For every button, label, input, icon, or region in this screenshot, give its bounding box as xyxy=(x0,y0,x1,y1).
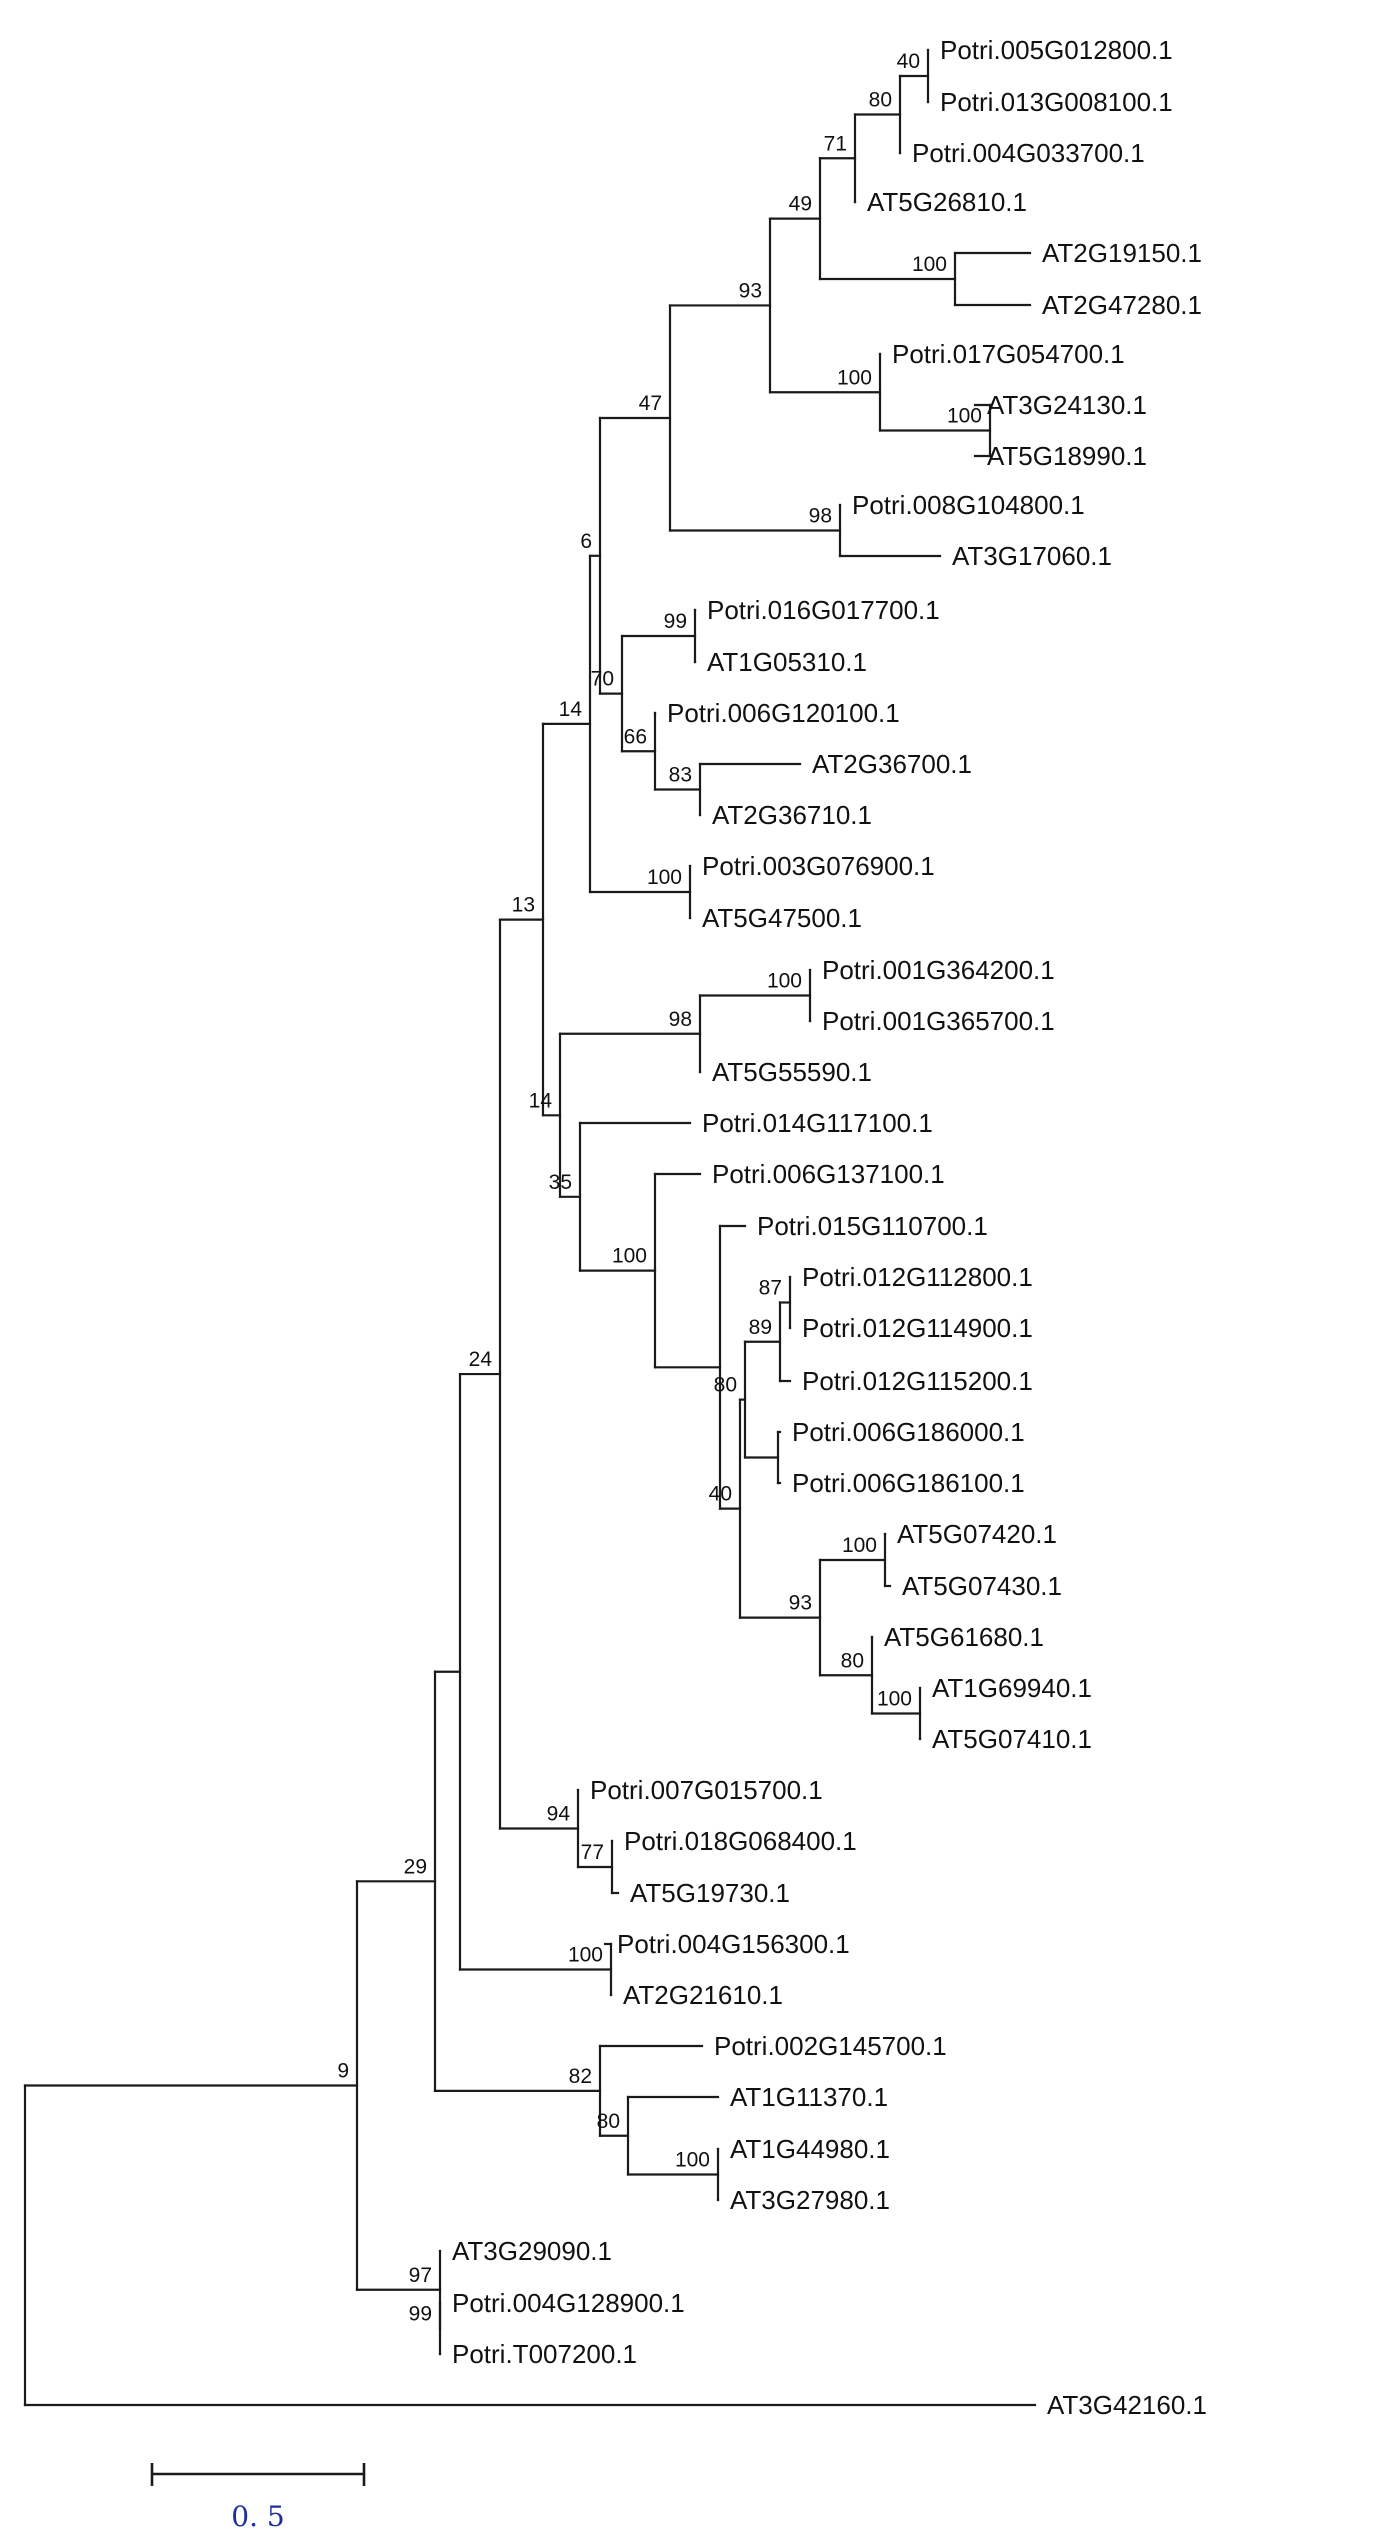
tip-label: AT1G69940.1 xyxy=(932,1673,1092,1703)
tip-label: AT1G05310.1 xyxy=(707,647,867,677)
scale-bar-label: 0. 5 xyxy=(231,2500,284,2533)
tip-label: Potri.016G017700.1 xyxy=(707,595,940,625)
support-value: 35 xyxy=(549,1171,572,1194)
support-value: 83 xyxy=(669,764,692,787)
tip-label: AT5G07430.1 xyxy=(902,1571,1062,1601)
tip-label: Potri.004G156300.1 xyxy=(617,1929,850,1959)
support-value: 40 xyxy=(709,1483,732,1506)
tip-label: AT5G07410.1 xyxy=(932,1724,1092,1754)
tip-label: AT3G24130.1 xyxy=(987,390,1147,420)
tip-label: Potri.003G076900.1 xyxy=(702,851,935,881)
tip-label: Potri.012G115200.1 xyxy=(802,1366,1033,1396)
support-value: 71 xyxy=(824,132,847,155)
support-value: 100 xyxy=(947,405,982,428)
tip-label: AT2G36710.1 xyxy=(712,800,872,830)
support-value: 100 xyxy=(647,866,682,889)
tip-label: AT3G29090.1 xyxy=(452,2236,612,2266)
support-value: 29 xyxy=(404,1855,427,1878)
tip-label: AT3G17060.1 xyxy=(952,541,1112,571)
support-value: 6 xyxy=(580,530,592,553)
support-value: 100 xyxy=(767,970,802,993)
tip-label: Potri.007G015700.1 xyxy=(590,1775,823,1805)
tip-label: Potri.001G364200.1 xyxy=(822,955,1055,985)
support-value: 100 xyxy=(612,1245,647,1268)
support-value: 93 xyxy=(789,1592,812,1615)
tip-label: AT1G44980.1 xyxy=(730,2134,890,2164)
support-value: 14 xyxy=(529,1089,553,1112)
support-value: 66 xyxy=(624,725,647,748)
tip-label: Potri.005G012800.1 xyxy=(940,35,1173,65)
tip-label: Potri.006G137100.1 xyxy=(712,1159,945,1189)
support-value: 99 xyxy=(664,610,687,633)
support-value: 9 xyxy=(337,2060,349,2083)
tip-label: Potri.013G008100.1 xyxy=(940,87,1173,117)
support-value: 82 xyxy=(569,2065,592,2088)
tip-label: Potri.012G114900.1 xyxy=(802,1313,1033,1343)
support-value: 93 xyxy=(739,279,762,302)
tip-label: AT5G61680.1 xyxy=(884,1622,1044,1652)
tip-label: Potri.015G110700.1 xyxy=(757,1211,988,1241)
tip-label: AT2G19150.1 xyxy=(1042,238,1202,268)
tip-label: AT2G47280.1 xyxy=(1042,290,1202,320)
tip-label: Potri.014G117100.1 xyxy=(702,1108,933,1138)
tip-label: Potri.001G365700.1 xyxy=(822,1006,1055,1036)
tip-label: Potri.002G145700.1 xyxy=(714,2031,947,2061)
scale-bar: 0. 5 xyxy=(150,2463,366,2533)
tip-label: AT5G19730.1 xyxy=(630,1878,790,1908)
support-value: 24 xyxy=(469,1348,493,1371)
tree-branches xyxy=(23,48,1037,2407)
support-value: 100 xyxy=(842,1534,877,1557)
support-value: 100 xyxy=(877,1688,912,1711)
tip-label: AT5G26810.1 xyxy=(867,187,1027,217)
support-value: 80 xyxy=(869,89,892,112)
support-values: 4080714910010010093984799836670610010098… xyxy=(337,50,982,2326)
tip-label: AT3G42160.1 xyxy=(1047,2390,1207,2420)
support-value: 77 xyxy=(581,1841,604,1864)
support-value: 100 xyxy=(568,1944,603,1967)
tip-label: Potri.006G186000.1 xyxy=(792,1417,1025,1447)
tip-label: AT2G36700.1 xyxy=(812,749,972,779)
support-value: 80 xyxy=(841,1649,864,1672)
tip-label: Potri.006G120100.1 xyxy=(667,698,900,728)
tip-label: Potri.004G033700.1 xyxy=(912,138,1145,168)
tip-label: Potri.T007200.1 xyxy=(452,2339,637,2369)
support-value: 94 xyxy=(547,1803,571,1826)
tip-label: AT5G07420.1 xyxy=(897,1519,1057,1549)
tip-label: AT3G27980.1 xyxy=(730,2185,890,2215)
tip-label: AT1G11370.1 xyxy=(730,2082,888,2112)
tip-label: Potri.008G104800.1 xyxy=(852,490,1085,520)
support-value: 80 xyxy=(597,2110,620,2133)
support-value: 40 xyxy=(897,50,920,73)
support-value: 14 xyxy=(559,698,583,721)
tip-label: Potri.006G186100.1 xyxy=(792,1468,1025,1498)
tip-label: AT5G18990.1 xyxy=(987,441,1147,471)
support-value: 98 xyxy=(809,505,832,528)
tip-label: Potri.004G128900.1 xyxy=(452,2288,685,2318)
support-value: 13 xyxy=(512,894,535,917)
support-value: 80 xyxy=(714,1374,737,1397)
tip-label: Potri.017G054700.1 xyxy=(892,339,1125,369)
support-value: 100 xyxy=(837,366,872,389)
support-value: 98 xyxy=(669,1008,692,1031)
tip-label: Potri.018G068400.1 xyxy=(624,1826,857,1856)
tip-label: AT5G55590.1 xyxy=(712,1057,872,1087)
tip-label: AT5G47500.1 xyxy=(702,903,862,933)
support-value: 100 xyxy=(912,253,947,276)
support-value: 70 xyxy=(591,668,614,691)
support-value: 99 xyxy=(409,2303,432,2326)
support-value: 97 xyxy=(409,2264,432,2287)
tip-labels: Potri.005G012800.1Potri.013G008100.1Potr… xyxy=(452,35,1207,2420)
support-value: 49 xyxy=(789,193,812,216)
support-value: 47 xyxy=(639,392,662,415)
support-value: 89 xyxy=(749,1316,772,1339)
tip-label: AT2G21610.1 xyxy=(623,1980,783,2010)
tip-label: Potri.012G112800.1 xyxy=(802,1262,1033,1292)
support-value: 87 xyxy=(759,1277,782,1300)
support-value: 100 xyxy=(675,2149,710,2172)
